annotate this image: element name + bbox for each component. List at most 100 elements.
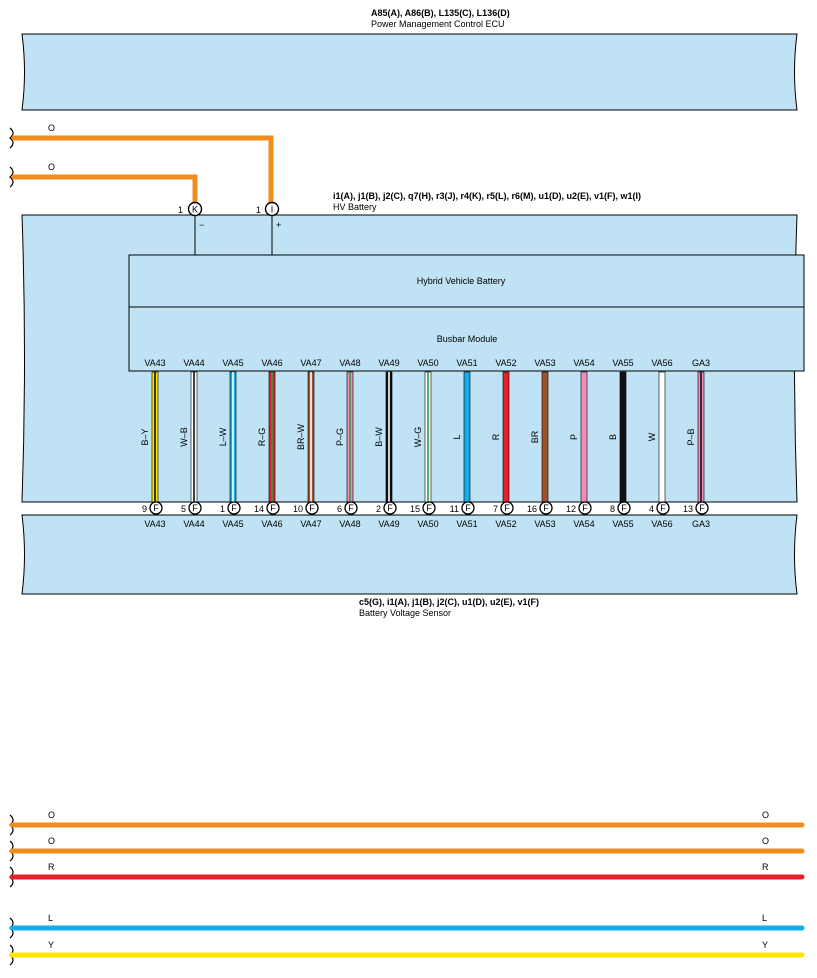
terminal-i-pin: 1 [256,205,261,215]
hybrid-vehicle-battery-block [128,254,805,308]
sensor-wire-code: P–B [686,428,696,445]
busbar-module-block [128,306,805,372]
sensor-wire-top-label: GA3 [692,358,710,368]
sensor-wire-bottom-label: VA49 [378,519,399,529]
top-wire-1-label: O [48,123,55,133]
sensor-wire-stripe [349,372,351,502]
sensor-wire-top-label: VA55 [612,358,633,368]
sensor-wire-stripe [193,372,195,502]
sensor-wire-stripe [154,372,156,502]
sensor-wire-top-label: VA50 [417,358,438,368]
sensor-wire-code: L–W [218,427,228,446]
sensor-wire-code: W–B [179,427,189,447]
sensor-wire-stripe [271,372,273,502]
sensor-wire-connector [578,501,592,515]
sensor-wire-body [463,371,471,503]
bottom-wire-left-label: O [48,810,55,820]
sensor-wire-top-label: VA48 [339,358,360,368]
sensor-wire-pin: 15 [410,504,420,514]
sensor-wire-top-label: VA44 [183,358,204,368]
sensor-wire-bottom-label: VA51 [456,519,477,529]
sensor-wire-pin: 14 [254,504,264,514]
sensor-wire-code: R–G [257,428,267,447]
sensor-wire-code: R [491,433,501,440]
sensor-wire-conn: F [699,503,705,513]
sensor-wire-stripe [700,372,702,502]
sensor-wire-connector [188,501,202,515]
sensor-wire-top-label: VA47 [300,358,321,368]
sensor-wire-conn: F [504,503,510,513]
sensor-wire-bottom-label: VA53 [534,519,555,529]
sensor-wire-bottom-label: VA55 [612,519,633,529]
sensor-wire-code: B–Y [140,428,150,445]
sensor-wire-stripe [427,372,429,502]
sensor-wire-bottom-label: VA56 [651,519,672,529]
sensor-wire-conn: F [621,503,627,513]
bottom-wire-right-label: O [762,810,769,820]
bottom-wire-left-label: L [48,913,53,923]
sensor-wire-bottom-label: VA45 [222,519,243,529]
sensor-wire-bottom-label: VA54 [573,519,594,529]
terminal-i: 1 I + [256,201,281,255]
sensor-wire-bottom-label: VA50 [417,519,438,529]
sensor-wire-connector [344,501,358,515]
sensor-wire-pin: 6 [337,504,342,514]
sensor-wire-code: L [452,434,462,439]
sensor-name: Battery Voltage Sensor [359,608,451,618]
sensor-wire-connector [149,501,163,515]
sensor-wire-bottom-label: VA46 [261,519,282,529]
sensor-wire-stripe [310,372,312,502]
sensor-wire-pin: 2 [376,504,381,514]
sensor-wire-pin: 4 [649,504,654,514]
sensor-wire-stripe [232,372,234,502]
terminal-i-sign: + [276,220,281,230]
bottom-wire-right-label: R [762,862,769,872]
sensor-wire-conn: F [660,503,666,513]
sensor-wire-pin: 10 [293,504,303,514]
sensor-wire-bottom-label: VA47 [300,519,321,529]
hv-battery-name: HV Battery [333,202,377,212]
sensor-wire-bottom-label: VA43 [144,519,165,529]
sensor-wire-conn: F [426,503,432,513]
sensor-wire-connector [539,501,553,515]
sensor-wire-bottom-label: VA48 [339,519,360,529]
sensor-wire-conn: F [192,503,198,513]
sensor-wire-top-label: VA49 [378,358,399,368]
sensor-wire-top-label: VA54 [573,358,594,368]
sensor-wire-conn: F [153,503,159,513]
ecu-block [21,33,798,111]
sensor-wire-code: W [647,432,657,441]
sensor-wire-pin: 16 [527,504,537,514]
sensor-connectors: c5(G), i1(A), j1(B), j2(C), u1(D), u2(E)… [359,597,539,607]
ecu-connectors: A85(A), A86(B), L135(C), L136(D) [371,8,510,18]
bottom-wire-right-label: Y [762,940,768,950]
sensor-wire-top-label: VA45 [222,358,243,368]
sensor-wire-bottom-label: VA44 [183,519,204,529]
battery-voltage-sensor-block [21,514,798,595]
sensor-wire-pin: 11 [450,504,459,514]
bottom-wire-right-label: L [762,913,767,923]
sensor-wire-top-label: VA56 [651,358,672,368]
sensor-wire-pin: 7 [493,504,498,514]
sensor-wire-code: P [569,434,579,440]
top-wire-2: O [9,162,198,207]
sensor-wire-connector [500,501,514,515]
sensor-wire-top-label: VA43 [144,358,165,368]
sensor-wire-connector [305,501,319,515]
